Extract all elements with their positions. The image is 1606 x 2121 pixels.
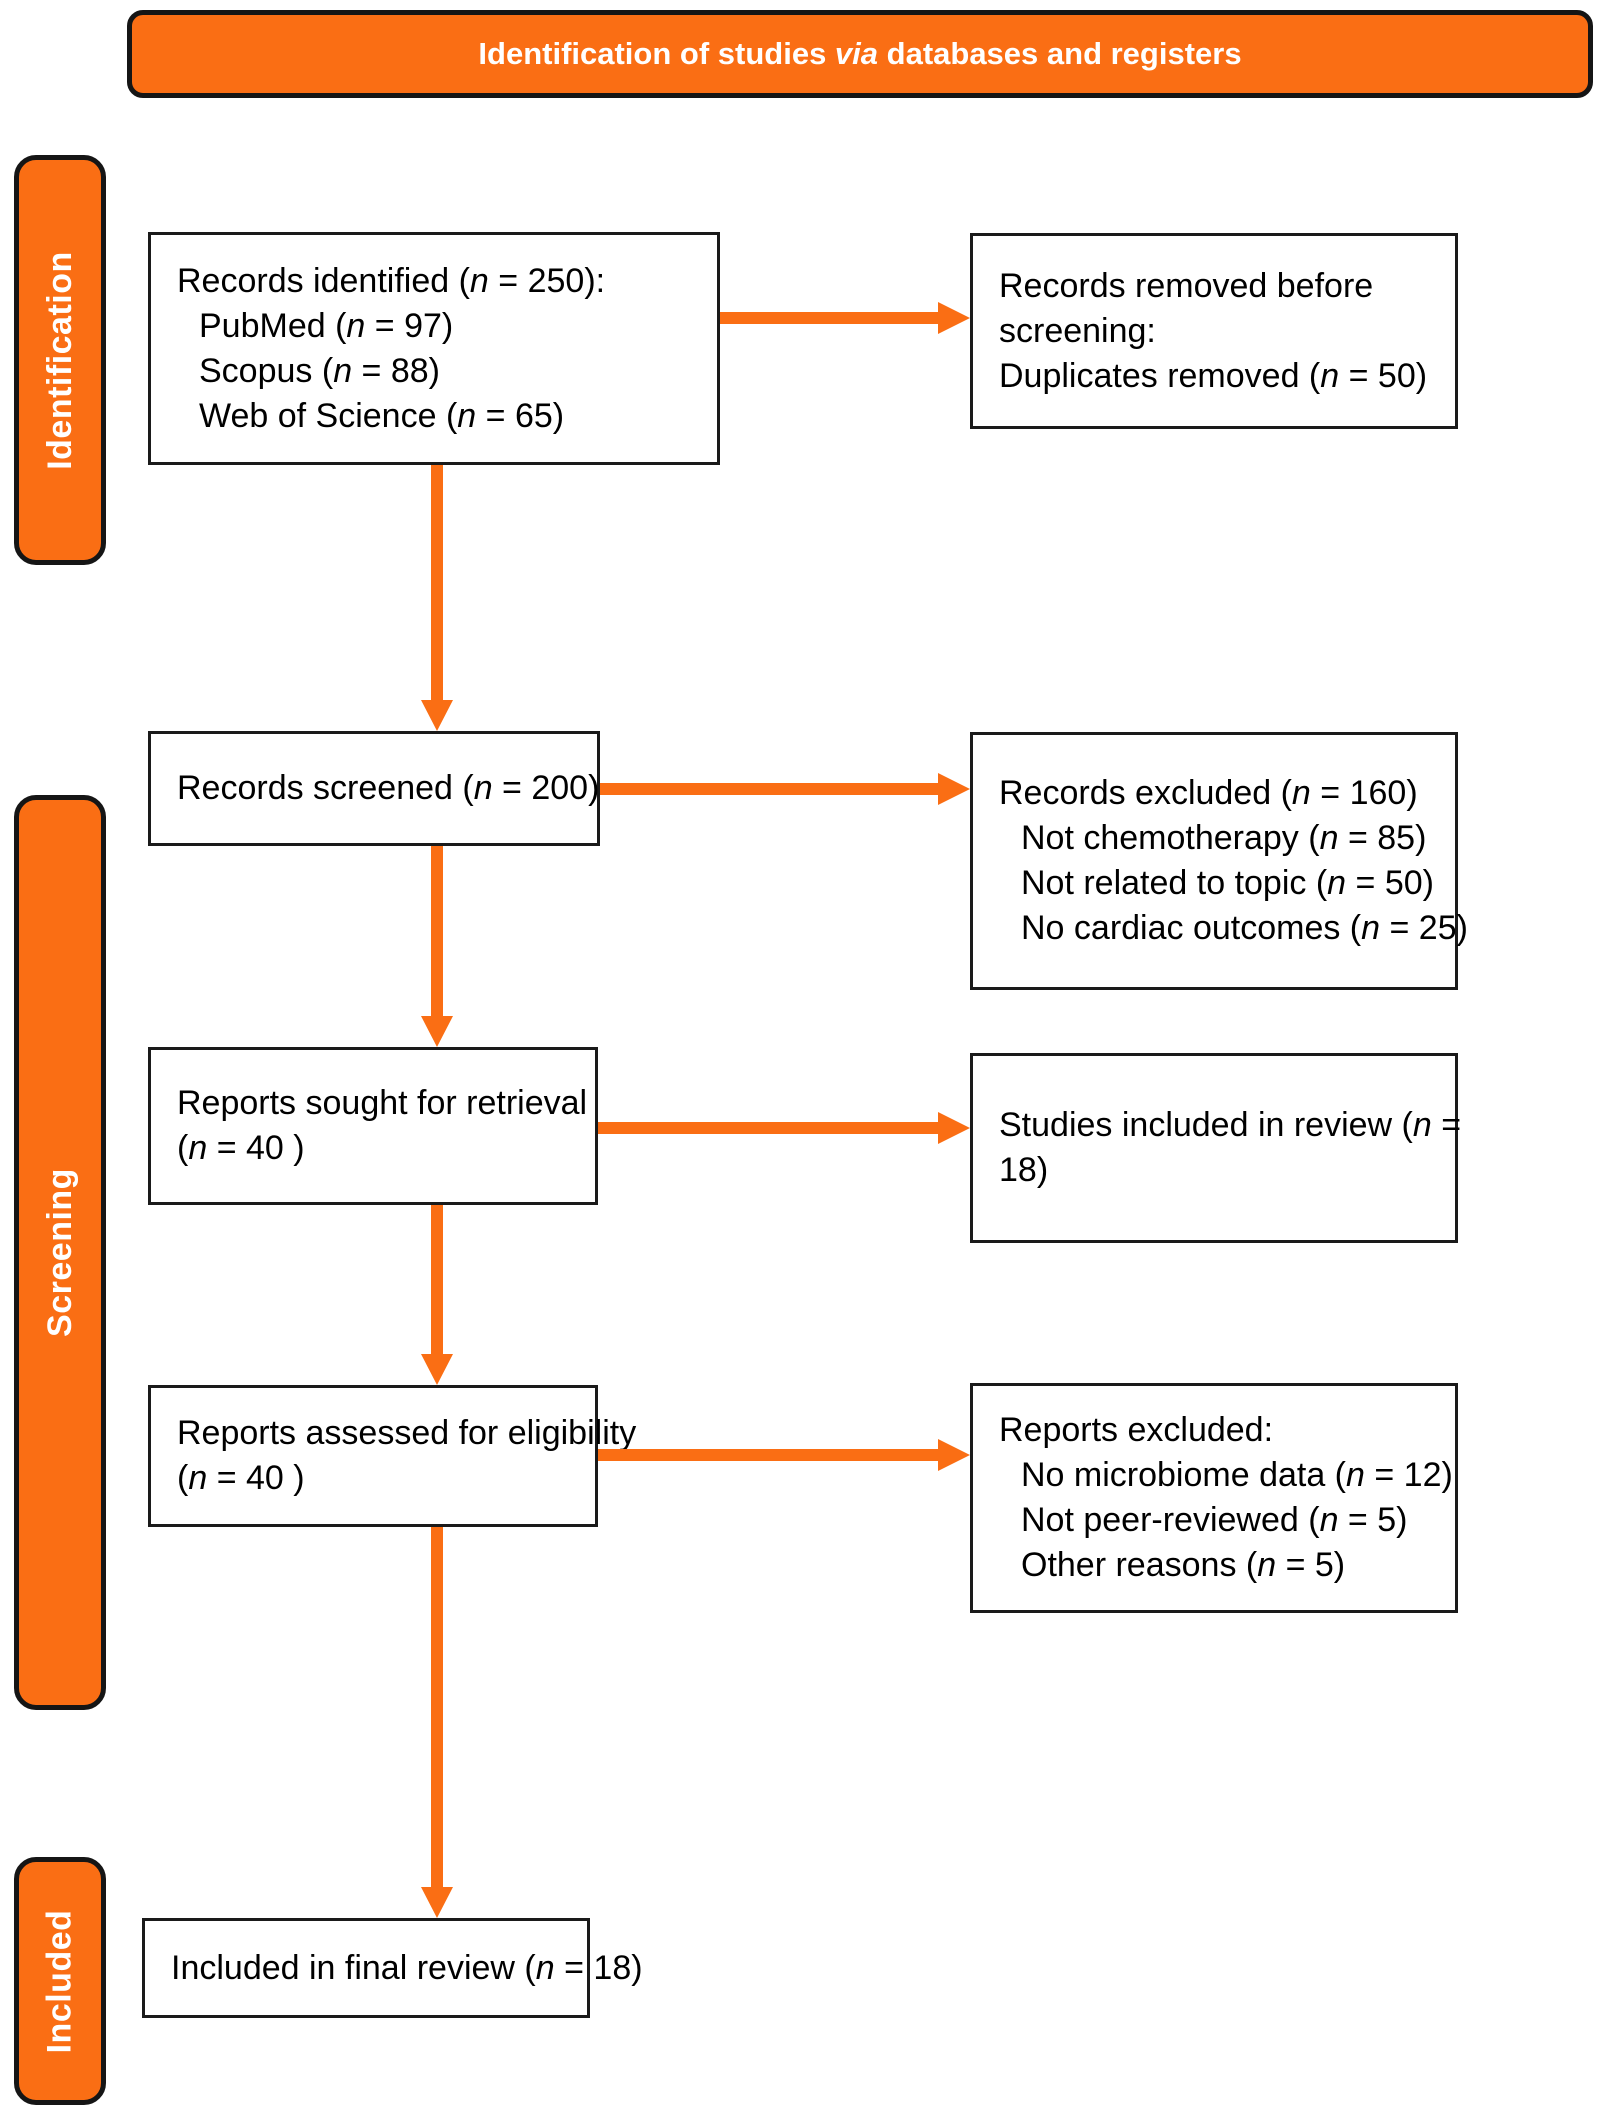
box-line: No cardiac outcomes (n = 25) [1021, 909, 1468, 947]
box-line: Web of Science (n = 65) [199, 396, 565, 435]
arrowhead-right-icon [938, 1439, 970, 1471]
box-records-excluded: Records excluded (n = 160) Not chemother… [970, 732, 1468, 990]
box-line: screening: [999, 311, 1156, 350]
box-line: Not chemotherapy (n = 85) [1021, 819, 1427, 857]
arrow-assessed-to-reports-excluded [598, 1449, 938, 1461]
box-reports-assessed: Reports assessed for eligibility (n = 40… [148, 1385, 637, 1527]
arrowhead-down-icon [421, 1354, 453, 1385]
box-included-final: Included in final review (n = 18) [142, 1918, 643, 2018]
box-line: Not related to topic (n = 50) [1021, 864, 1434, 902]
arrowhead-down-icon [421, 1887, 453, 1918]
arrowhead-down-icon [421, 1016, 453, 1047]
box-line: Scopus (n = 88) [199, 351, 440, 390]
box-line: Studies included in review (n = [999, 1106, 1462, 1144]
arrow-identified-to-screened [431, 465, 443, 700]
box-records-removed: Records removed before screening: Duplic… [970, 233, 1458, 429]
diagram-title-banner: Identification of studies via databases … [127, 10, 1593, 98]
box-line: PubMed (n = 97) [199, 306, 454, 345]
diagram-title: Identification of studies via databases … [478, 36, 1242, 71]
box-reports-excluded: Reports excluded: No microbiome data (n … [970, 1383, 1458, 1613]
stage-label-included: Included [40, 1909, 79, 2053]
box-reports-sought: Reports sought for retrieval (n = 40 ) [148, 1047, 598, 1205]
box-records-screened: Records screened (n = 200) [148, 731, 600, 846]
box-line: Reports excluded: [999, 1411, 1274, 1449]
box-line: (n = 40 ) [177, 1459, 305, 1497]
box-line: Reports assessed for eligibility [177, 1414, 637, 1452]
arrowhead-down-icon [421, 700, 453, 731]
arrowhead-right-icon [938, 302, 970, 334]
box-line: Other reasons (n = 5) [1021, 1546, 1346, 1584]
box-line: No microbiome data (n = 12) [1021, 1456, 1453, 1494]
box-line: Reports sought for retrieval [177, 1084, 588, 1122]
box-records-identified: Records identified (n = 250): PubMed (n … [148, 232, 720, 465]
arrowhead-right-icon [938, 1112, 970, 1144]
arrow-sought-to-studies [598, 1122, 938, 1134]
box-line: Not peer-reviewed (n = 5) [1021, 1501, 1408, 1539]
box-line: Records screened (n = 200) [177, 769, 600, 807]
box-line: Duplicates removed (n = 50) [999, 356, 1428, 395]
box-line: Included in final review (n = 18) [171, 1948, 643, 1987]
box-line: Records removed before [999, 266, 1374, 305]
arrow-assessed-to-included [431, 1527, 443, 1887]
arrow-sought-to-assessed [431, 1205, 443, 1354]
box-line: Records identified (n = 250): [177, 261, 606, 300]
stage-bar-identification: Identification [14, 155, 106, 565]
box-line: 18) [999, 1151, 1049, 1189]
stage-label-screening: Screening [40, 1168, 79, 1337]
stage-bar-included: Included [14, 1857, 106, 2105]
stage-label-identification: Identification [40, 250, 79, 470]
box-studies-included: Studies included in review (n = 18) [970, 1053, 1462, 1243]
arrowhead-right-icon [938, 773, 970, 805]
arrow-screened-to-excluded [600, 783, 938, 795]
arrow-screened-to-sought [431, 846, 443, 1016]
box-line: Records excluded (n = 160) [999, 774, 1418, 812]
box-line: (n = 40 ) [177, 1129, 305, 1167]
stage-bar-screening: Screening [14, 795, 106, 1710]
arrow-identified-to-removed [720, 312, 938, 324]
